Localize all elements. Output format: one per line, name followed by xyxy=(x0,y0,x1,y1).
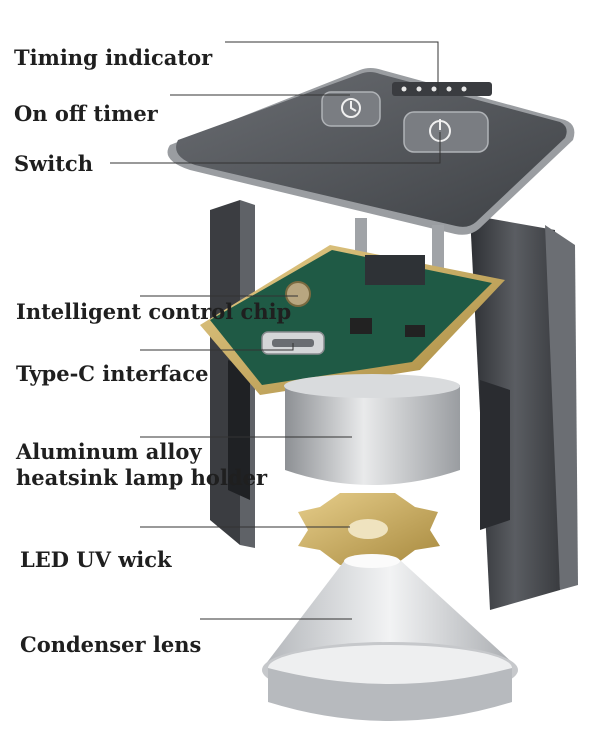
timer-button xyxy=(321,91,381,127)
label-on-off-timer: On off timer xyxy=(14,101,158,126)
label-aluminum-heatsink-line1: Aluminum alloy xyxy=(16,439,202,464)
condenser-lens xyxy=(262,554,518,721)
label-condenser-lens: Condenser lens xyxy=(20,632,202,657)
label-type-c-interface: Type-C interface xyxy=(16,361,209,386)
label-aluminum-heatsink: Aluminum alloy heatsink lamp holder xyxy=(16,439,296,491)
label-aluminum-heatsink-line2: heatsink lamp holder xyxy=(16,465,268,490)
label-intelligent-control-chip: Intelligent control chip xyxy=(16,299,292,324)
label-switch: Switch xyxy=(14,151,93,176)
label-timing-indicator: Timing indicator xyxy=(14,45,213,70)
leader-lines xyxy=(110,41,441,620)
led-uv-wick xyxy=(298,493,440,565)
top-panel xyxy=(167,68,575,235)
power-button xyxy=(403,111,489,153)
timing-indicator-leds xyxy=(392,82,492,96)
housing xyxy=(210,200,578,610)
control-pcb xyxy=(200,245,505,395)
aluminum-heatsink xyxy=(284,374,460,485)
label-led-uv-wick: LED UV wick xyxy=(20,547,172,572)
